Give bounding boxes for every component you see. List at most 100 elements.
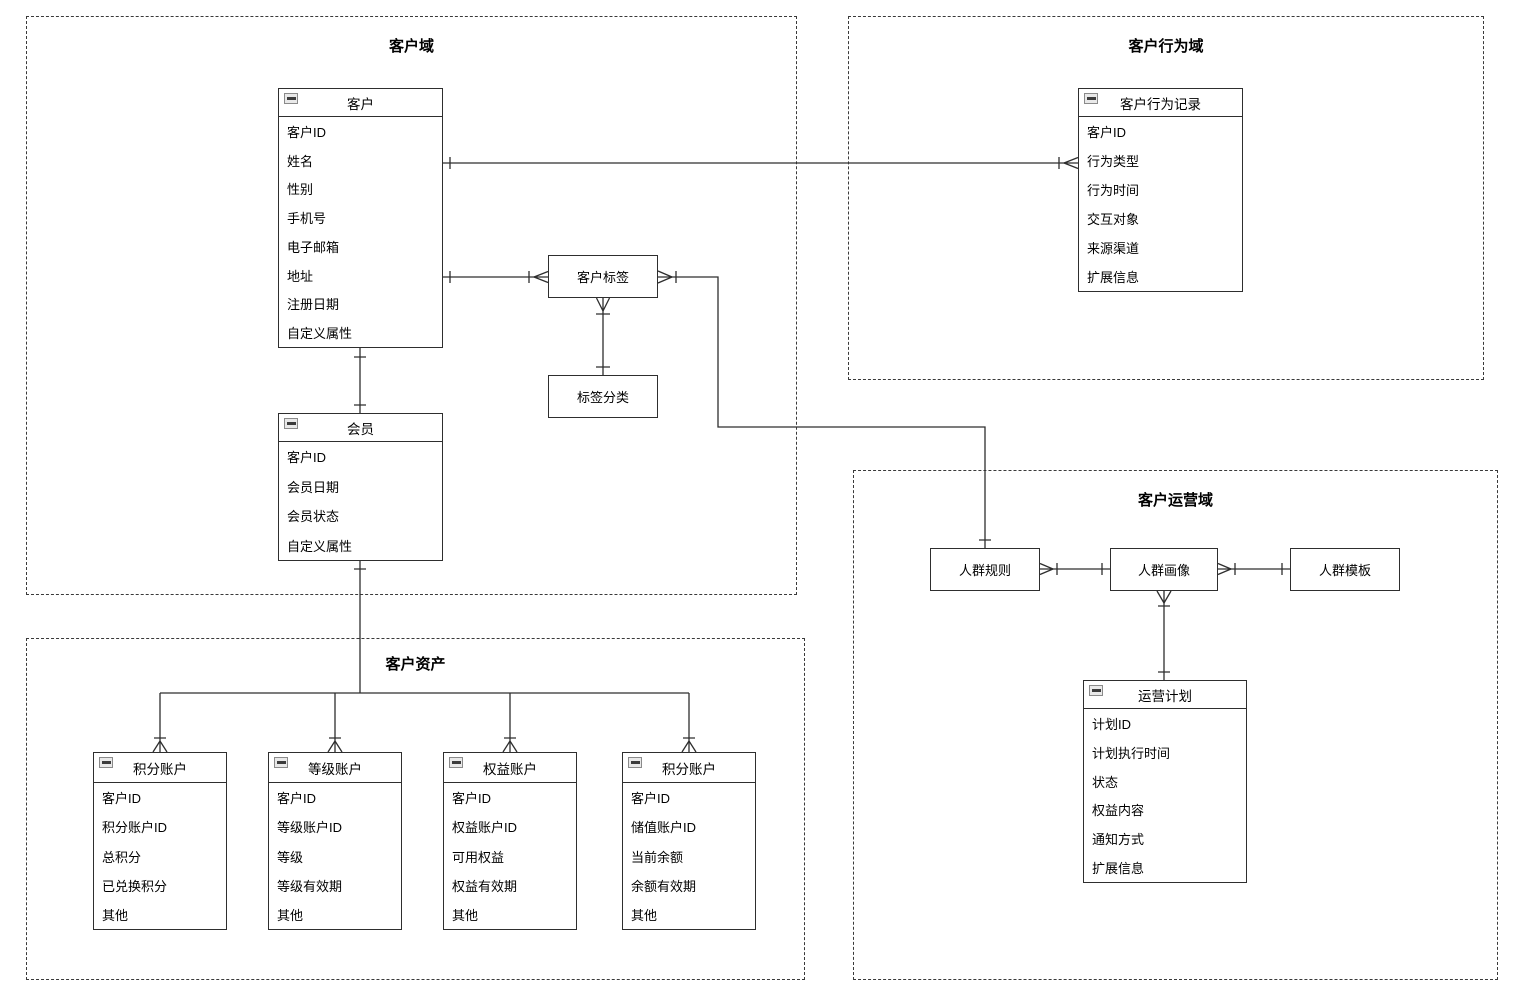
- field-row[interactable]: 客户ID: [277, 791, 317, 807]
- field-row[interactable]: 其他: [277, 907, 304, 923]
- field-row[interactable]: 已兑换积分: [102, 878, 168, 894]
- minus-glyph: [630, 761, 640, 764]
- entity-stored-value-account-title: 积分账户: [662, 761, 716, 777]
- field-row[interactable]: 客户ID: [452, 791, 492, 807]
- domain-operations[interactable]: 客户运营域: [853, 470, 1498, 980]
- field-row[interactable]: 交互对象: [1087, 212, 1140, 227]
- connector-customer-to-member[interactable]: [354, 348, 366, 413]
- entity-level-account-header[interactable]: 等级账户: [269, 753, 401, 783]
- entity-member[interactable]: 会员 客户ID 会员日期 会员状态 自定义属性: [278, 413, 443, 561]
- connector-crowd-profile-to-crowd-template[interactable]: [1217, 562, 1290, 576]
- field-row[interactable]: 权益账户ID: [452, 820, 518, 836]
- field-row[interactable]: 会员日期: [287, 479, 340, 495]
- entity-stored-value-account[interactable]: 积分账户 客户ID 储值账户ID 当前余额 余额有效期 其他: [622, 752, 756, 930]
- connector-crowd-profile-to-operation-plan[interactable]: [1156, 590, 1172, 680]
- collapse-icon[interactable]: [1089, 685, 1103, 696]
- connector-customer-to-behavior-record[interactable]: [443, 156, 1079, 170]
- field-row[interactable]: 自定义属性: [287, 326, 353, 342]
- node-crowd-rule[interactable]: 人群规则: [930, 548, 1040, 591]
- node-crowd-template[interactable]: 人群模板: [1290, 548, 1400, 591]
- field-row[interactable]: 客户ID: [631, 791, 671, 807]
- domain-behavior[interactable]: 客户行为域: [848, 16, 1484, 380]
- field-row[interactable]: 扩展信息: [1087, 270, 1140, 285]
- entity-points-account-header[interactable]: 积分账户: [94, 753, 226, 783]
- collapse-icon[interactable]: [99, 757, 113, 768]
- entity-behavior-record-header[interactable]: 客户行为记录: [1079, 89, 1242, 117]
- collapse-icon[interactable]: [274, 757, 288, 768]
- entity-level-account-title: 等级账户: [308, 761, 362, 777]
- entity-stored-value-account-header[interactable]: 积分账户: [623, 753, 755, 783]
- field-row[interactable]: 通知方式: [1092, 832, 1145, 848]
- field-row[interactable]: 地址: [287, 268, 314, 284]
- collapse-icon[interactable]: [1084, 93, 1098, 104]
- entity-member-title: 会员: [347, 421, 374, 437]
- field-row[interactable]: 扩展信息: [1092, 861, 1145, 877]
- node-crowd-profile[interactable]: 人群画像: [1110, 548, 1218, 591]
- field-row[interactable]: 性别: [287, 182, 314, 198]
- domain-customer-title: 客户域: [388, 38, 434, 55]
- collapse-icon[interactable]: [628, 757, 642, 768]
- field-row[interactable]: 自定义属性: [287, 538, 353, 554]
- entity-operation-plan[interactable]: 运营计划 计划ID 计划执行时间 状态 权益内容 通知方式 扩展信息: [1083, 680, 1247, 883]
- field-row[interactable]: 会员状态: [287, 509, 340, 525]
- field-row[interactable]: 手机号: [287, 211, 327, 227]
- field-row[interactable]: 等级: [277, 849, 304, 865]
- field-row[interactable]: 姓名: [287, 153, 314, 169]
- field-row[interactable]: 计划ID: [1092, 716, 1132, 732]
- node-tag-category[interactable]: 标签分类: [548, 375, 658, 418]
- field-row[interactable]: 储值账户ID: [631, 820, 697, 836]
- entity-level-account[interactable]: 等级账户 客户ID 等级账户ID 等级 等级有效期 其他: [268, 752, 402, 930]
- field-row[interactable]: 权益有效期: [452, 878, 518, 894]
- entity-benefit-account-header[interactable]: 权益账户: [444, 753, 576, 783]
- connector-customer-to-tag[interactable]: [443, 270, 549, 284]
- connector-crowd-rule-to-crowd-profile[interactable]: [1039, 562, 1110, 576]
- minus-glyph: [101, 761, 111, 764]
- entity-behavior-record-title: 客户行为记录: [1120, 96, 1201, 112]
- field-row[interactable]: 积分账户ID: [102, 820, 168, 836]
- field-row[interactable]: 等级有效期: [277, 878, 343, 894]
- connector-member-to-accounts[interactable]: [152, 561, 697, 753]
- field-row[interactable]: 客户ID: [1087, 125, 1127, 140]
- entity-stored-value-account-fields: 客户ID 储值账户ID 当前余额 余额有效期 其他: [623, 783, 755, 929]
- collapse-icon[interactable]: [284, 93, 298, 104]
- domain-behavior-title: 客户行为域: [1128, 38, 1204, 55]
- connector-tag-to-crowd-rule[interactable]: [657, 270, 991, 548]
- field-row[interactable]: 状态: [1092, 774, 1119, 790]
- collapse-icon[interactable]: [284, 418, 298, 429]
- domain-customer[interactable]: 客户域: [26, 16, 797, 595]
- entity-points-account[interactable]: 积分账户 客户ID 积分账户ID 总积分 已兑换积分 其他: [93, 752, 227, 930]
- field-row[interactable]: 行为时间: [1087, 183, 1140, 198]
- field-row[interactable]: 其他: [102, 907, 129, 923]
- field-row[interactable]: 其他: [452, 907, 479, 923]
- field-row[interactable]: 总积分: [102, 849, 142, 865]
- entity-benefit-account[interactable]: 权益账户 客户ID 权益账户ID 可用权益 权益有效期 其他: [443, 752, 577, 930]
- field-row[interactable]: 余额有效期: [631, 878, 697, 894]
- field-row[interactable]: 当前余额: [631, 849, 684, 865]
- entity-customer-header[interactable]: 客户: [279, 89, 442, 117]
- field-row[interactable]: 电子邮箱: [287, 239, 340, 255]
- entity-customer[interactable]: 客户 客户ID 姓名 性别 手机号 电子邮箱 地址 注册日期 自定义属性: [278, 88, 443, 348]
- entity-member-header[interactable]: 会员: [279, 414, 442, 442]
- domain-assets-title: 客户资产: [385, 656, 446, 673]
- collapse-icon[interactable]: [449, 757, 463, 768]
- entity-behavior-record[interactable]: 客户行为记录 客户ID 行为类型 行为时间 交互对象 来源渠道 扩展信息: [1078, 88, 1243, 292]
- field-row[interactable]: 其他: [631, 907, 658, 923]
- node-customer-tag[interactable]: 客户标签: [548, 255, 658, 298]
- entity-benefit-account-title: 权益账户: [483, 761, 537, 777]
- field-row[interactable]: 来源渠道: [1087, 241, 1140, 256]
- field-row[interactable]: 可用权益: [452, 849, 505, 865]
- field-row[interactable]: 客户ID: [102, 791, 142, 807]
- field-row[interactable]: 等级账户ID: [277, 820, 343, 836]
- field-row[interactable]: 注册日期: [287, 297, 340, 313]
- field-row[interactable]: 计划执行时间: [1092, 745, 1171, 761]
- field-row[interactable]: 权益内容: [1092, 803, 1145, 819]
- field-row[interactable]: 客户ID: [287, 124, 327, 140]
- entity-customer-fields: 客户ID 姓名 性别 手机号 电子邮箱 地址 注册日期 自定义属性: [279, 117, 442, 347]
- entity-operation-plan-title: 运营计划: [1138, 688, 1192, 704]
- domain-assets[interactable]: 客户资产: [26, 638, 805, 980]
- connector-tag-to-tag-category[interactable]: [595, 297, 611, 375]
- entity-operation-plan-header[interactable]: 运营计划: [1084, 681, 1246, 709]
- field-row[interactable]: 行为类型: [1087, 154, 1140, 169]
- field-row[interactable]: 客户ID: [287, 450, 327, 466]
